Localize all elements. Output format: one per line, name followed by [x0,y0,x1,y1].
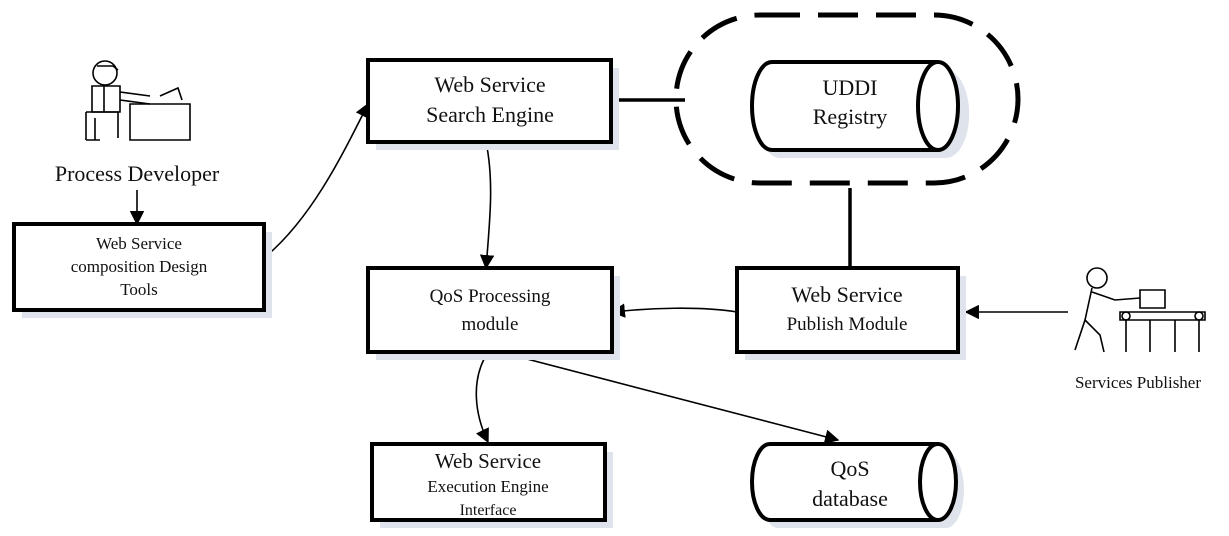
uddi-line1: UDDI [823,75,878,100]
composition-tools-box: Web Service composition Design Tools [12,222,272,318]
qos-database-node: QoS database [750,442,964,528]
qos-database-line2: database [812,486,888,511]
qos-database-line1: QoS [830,456,869,481]
execution-interface-line3: Interface [460,502,517,519]
execution-interface-line2: Execution Engine [427,477,548,496]
composition-tools-line2: composition Design [71,257,208,276]
search-engine-line1: Web Service [434,72,545,97]
uddi-line2: Registry [813,104,888,129]
process-developer-label: Process Developer [55,161,220,186]
connectors [129,98,1068,444]
qos-processing-box: QoS Processing module [366,266,620,360]
services-publisher-icon [1074,267,1206,353]
search-to-qos-arrow [479,141,495,270]
search-engine-box: Web Service Search Engine [366,58,619,150]
search-engine-line2: Search Engine [426,102,554,127]
execution-interface-line1: Web Service [435,449,541,473]
publish-module-box: Web Service Publish Module [735,266,966,360]
uddi-registry-node: UDDI Registry [673,12,1021,186]
publish-module-line1: Web Service [791,282,902,307]
publish-to-qos-arrow [610,303,738,318]
services-publisher-label: Services Publisher [1075,373,1201,392]
tools-to-search-arrow [263,102,369,259]
qos-to-database-arrow [499,351,840,444]
publish-module-line2: Publish Module [787,314,908,335]
composition-tools-line3: Tools [120,280,158,299]
qos-processing-line2: module [462,314,519,335]
process-developer-icon [85,60,191,141]
composition-tools-line1: Web Service [96,234,182,253]
execution-interface-box: Web Service Execution Engine Interface [370,442,613,528]
qos-processing-line1: QoS Processing [430,286,551,307]
qos-to-execution-arrow [475,351,489,444]
